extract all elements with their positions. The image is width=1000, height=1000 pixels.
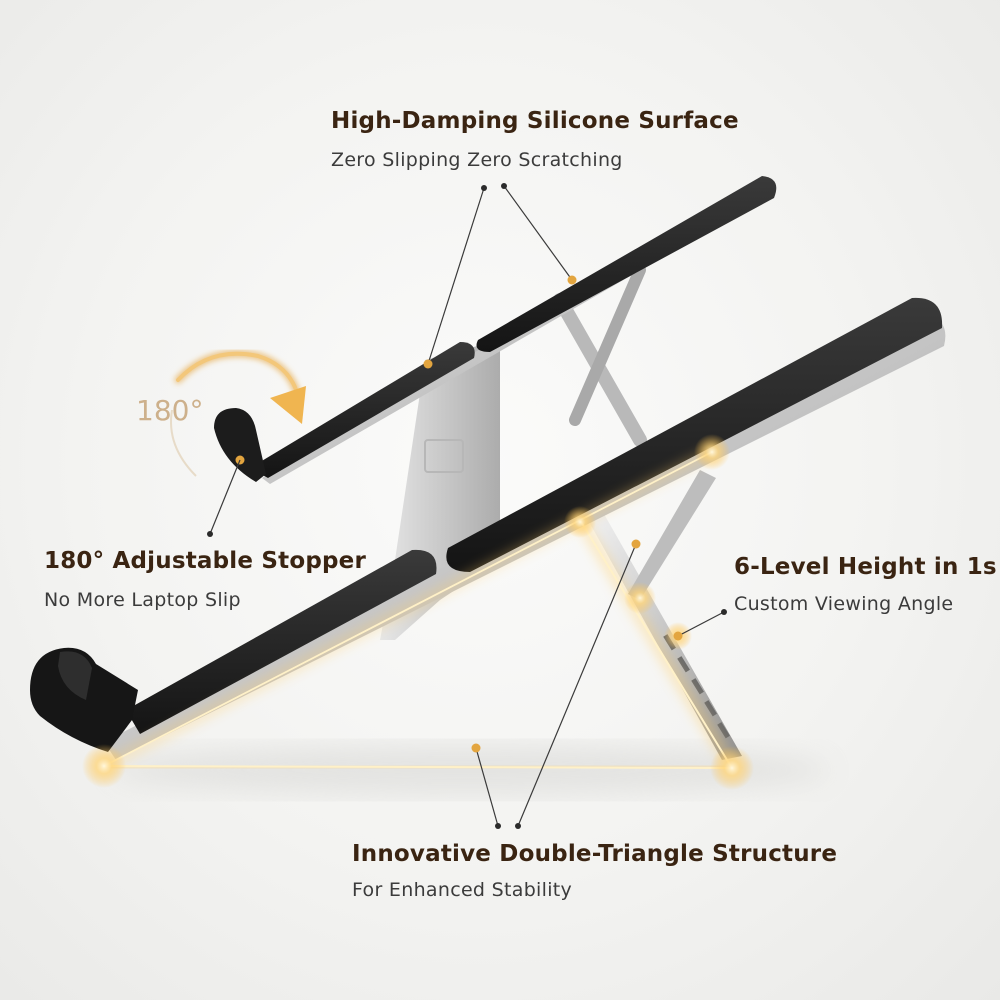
back-stopper xyxy=(214,408,266,482)
front-left-pad xyxy=(126,549,437,734)
back-leg-b xyxy=(569,264,646,426)
rotation-arrow-icon xyxy=(170,350,306,477)
surface-feature-subtitle: Zero Slipping Zero Scratching xyxy=(331,149,623,171)
callout-dot-icon xyxy=(631,539,641,549)
structure-feature-title: Innovative Double-Triangle Structure xyxy=(352,841,838,867)
front-right-pad xyxy=(446,297,943,572)
structure-feature-subtitle: For Enhanced Stability xyxy=(352,879,573,901)
callout-dot-icon xyxy=(471,743,481,753)
height-feature-subtitle: Custom Viewing Angle xyxy=(734,593,954,615)
callout-dot-icon xyxy=(567,275,577,285)
callout-dot-icon xyxy=(423,359,433,369)
callout-dot-icon xyxy=(207,531,213,537)
callout-dot-icon xyxy=(495,823,501,829)
callout-dot-icon xyxy=(721,609,727,615)
plate-cutout xyxy=(424,439,464,473)
callout-dot-icon xyxy=(501,183,507,189)
front-stopper xyxy=(30,647,138,752)
callout-dot-icon xyxy=(515,823,521,829)
height-feature-title: 6-Level Height in 1s xyxy=(734,554,997,580)
stopper-feature-title: 180° Adjustable Stopper xyxy=(44,548,367,574)
triangle-glow xyxy=(82,434,754,790)
back-right-pad xyxy=(476,176,777,352)
surface-feature-title: High-Damping Silicone Surface xyxy=(331,108,739,134)
stopper-feature-subtitle: No More Laptop Slip xyxy=(44,589,241,611)
callout-dot-icon xyxy=(673,631,683,641)
front-leg-right xyxy=(628,470,716,600)
callout-lines xyxy=(209,185,725,827)
callout-dot-icon xyxy=(481,185,487,191)
callout-dots xyxy=(207,183,727,829)
rotation-degree-label: 180° xyxy=(136,394,204,427)
back-left-pad xyxy=(250,342,475,478)
